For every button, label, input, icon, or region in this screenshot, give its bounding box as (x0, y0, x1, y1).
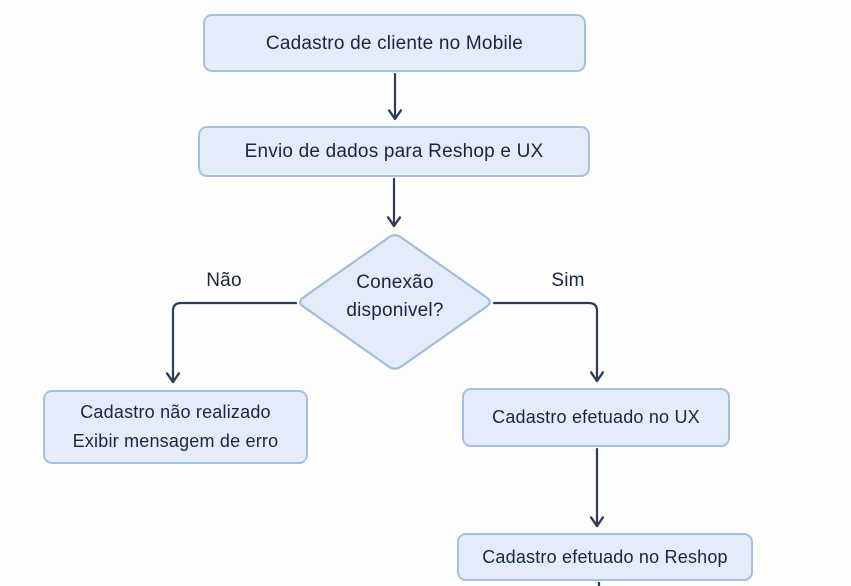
node-label: Cadastro de cliente no Mobile (265, 32, 524, 54)
edge-label-nao: Não (206, 270, 242, 291)
node-label: Envio de dados para Reshop e UX (244, 141, 544, 162)
node-label: Cadastro efetuado no Reshop (482, 546, 728, 567)
node-envio-dados: Envio de dados para Reshop e UX (198, 126, 590, 177)
decision-line1: Conexão (356, 272, 434, 293)
node-label-line1: Cadastro não realizado (80, 402, 271, 422)
decision-diamond (299, 234, 491, 370)
edge-label-sim: Sim (551, 270, 585, 291)
node-cadastro-nao-realizado: Cadastro não realizado Exibir mensagem d… (43, 390, 308, 464)
arrow-decision-no (165, 301, 298, 384)
node-conexao-disponivel: Conexão disponivel? (295, 269, 495, 325)
node-cadastro-efetuado-reshop: Cadastro efetuado no Reshop (457, 533, 753, 581)
node-label: Cadastro efetuado no UX (492, 407, 700, 427)
node-label-line2: Exibir mensagem de erro (72, 431, 279, 451)
node-cadastro-cliente-mobile: Cadastro de cliente no Mobile (203, 14, 586, 72)
arrow-decision-yes (492, 301, 605, 383)
node-cadastro-efetuado-ux: Cadastro efetuado no UX (462, 388, 730, 447)
decision-line2: disponivel? (346, 300, 444, 321)
